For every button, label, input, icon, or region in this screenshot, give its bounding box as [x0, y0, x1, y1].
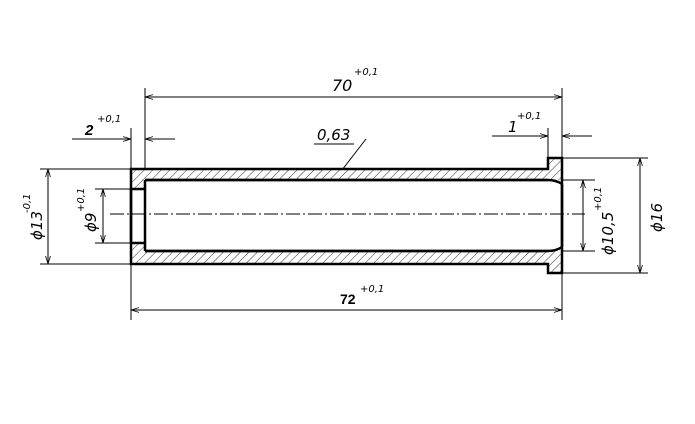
outer-diameter-left-value: ϕ13	[28, 211, 46, 240]
left-step-tol: +0,1	[97, 114, 121, 125]
right-step-value: 1	[508, 118, 518, 136]
total-length-tol: +0,1	[360, 284, 384, 295]
top-wall-hatch	[131, 158, 562, 189]
dim-flange-diameter: ϕ16	[562, 157, 666, 274]
bore-contour	[145, 178, 563, 253]
wall-thickness-value: 0,63	[317, 126, 350, 144]
dim-total-length: 72 +0,1	[130, 264, 563, 320]
flange-diameter-value: ϕ16	[648, 203, 666, 232]
dim-outer-diameter-left: ϕ13 -0,1	[22, 168, 131, 265]
dim-bore-diameter-left: ϕ9 +0,1	[76, 188, 131, 244]
bore-diameter-right-value: ϕ10,5	[599, 212, 617, 255]
dim-bore-diameter-right: ϕ10,5 +0,1	[562, 179, 617, 255]
dim-inner-length: 70 +0,1	[144, 67, 563, 169]
inner-length-tol: +0,1	[354, 67, 378, 78]
total-length-value: 72	[340, 291, 356, 307]
outer-diameter-left-tol: -0,1	[22, 193, 33, 213]
dim-right-step: 1 +0,1	[492, 111, 592, 158]
left-step-value: 2	[84, 122, 94, 139]
inner-length-value: 70	[332, 76, 352, 95]
left-step	[131, 180, 147, 251]
bottom-wall-hatch	[131, 243, 562, 273]
wall-thickness-leader: 0,63	[314, 126, 367, 171]
bore-diameter-left-tol: +0,1	[76, 188, 87, 212]
bore-diameter-right-tol: +0,1	[593, 187, 604, 211]
bore-diameter-left-value: ϕ9	[82, 213, 100, 232]
right-step-tol: +0,1	[517, 111, 541, 122]
part-section	[129, 156, 564, 275]
dim-left-step: 2 +0,1	[72, 114, 175, 169]
